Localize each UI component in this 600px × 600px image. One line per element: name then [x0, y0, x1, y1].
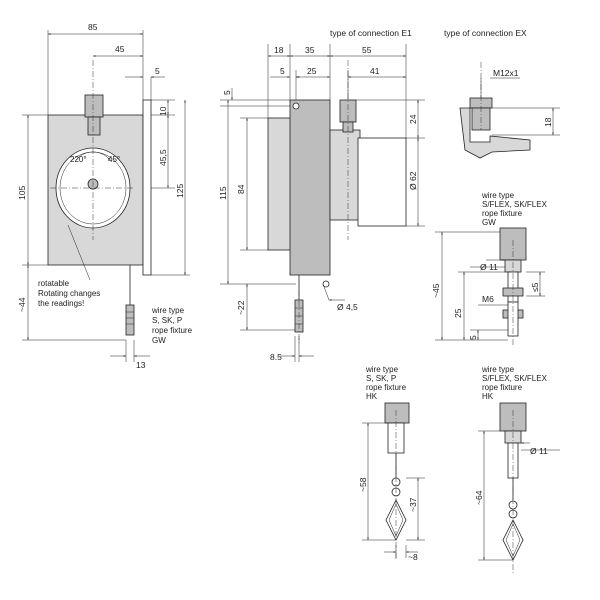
dim-18: 18 [274, 45, 284, 55]
dim-64: ~64 [474, 490, 484, 505]
dim-5-gw: 5 [468, 335, 478, 340]
dim-13: 13 [136, 360, 146, 370]
mounting-plate [142, 99, 152, 276]
dim-18-ex: 18 [543, 117, 553, 127]
wire-hk-right-4: HK [482, 392, 494, 401]
dim-25: 25 [307, 66, 317, 76]
dim-105: 105 [17, 186, 27, 200]
side-view: 18 35 55 5 25 41 5 24 Ø 62 [218, 28, 425, 362]
dim-8: ~8 [408, 552, 418, 562]
wire-front-2: S, SK, P [152, 316, 182, 325]
dim-84: 84 [236, 184, 246, 194]
dim-37: ~37 [408, 497, 418, 512]
dim-10: 10 [158, 106, 168, 116]
rotatable-note-2: Rotating changes [38, 289, 100, 298]
rope-fixture-hk-left-view: wire type S, SK, P rope fixture HK ~58 ~… [358, 365, 425, 562]
rotatable-note-3: the readings! [38, 299, 84, 308]
dim-35: 35 [305, 45, 315, 55]
dim-25-gw: 25 [453, 308, 463, 318]
wire-gw-1: wire type [481, 191, 515, 200]
rotatable-note-1: rotatable [38, 279, 70, 288]
wire-hk-right-2: S/FLEX, SK/FLEX [482, 374, 548, 383]
wire-hk-left-2: S, SK, P [366, 374, 396, 383]
wire-front-1: wire type [151, 306, 185, 315]
dim-d62: Ø 62 [408, 171, 418, 190]
angle-45: 45° [108, 155, 120, 164]
hk-left-housing [384, 402, 410, 424]
side-mounting-plate [289, 99, 331, 276]
rope-fixture-gw-view: wire type S/FLEX, SK/FLEX rope fixture G… [431, 191, 548, 345]
heading-conn-ex: type of connection EX [444, 28, 527, 38]
dim-22: ~22 [236, 300, 246, 315]
wire-gw-4: GW [482, 218, 496, 227]
side-drum-left [267, 117, 293, 251]
dim-24: 24 [408, 114, 418, 124]
side-body [329, 129, 361, 221]
mount-hole-top [292, 102, 300, 110]
wire-hk-right-3: rope fixture [482, 383, 523, 392]
dim-d4-5: Ø 4,5 [337, 302, 358, 312]
dim-58: ~58 [358, 477, 368, 492]
dim-le5: ≤5 [530, 282, 540, 292]
wire-hk-left-3: rope fixture [366, 383, 407, 392]
heading-conn-e1: type of connection E1 [330, 28, 412, 38]
wire-hk-left-1: wire type [365, 365, 399, 374]
wire-front-3: rope fixture [152, 326, 193, 335]
wire-gw-2: S/FLEX, SK/FLEX [482, 200, 548, 209]
front-connector-neck [87, 116, 101, 136]
dim-85: 85 [88, 22, 98, 32]
front-view: 220° 45° 85 45 5 10 45,5 [17, 22, 193, 370]
dim-55: 55 [362, 45, 372, 55]
dim-5-side: 5 [280, 66, 285, 76]
wire-hk-right-1: wire type [481, 365, 515, 374]
dim-m12: M12x1 [493, 68, 519, 78]
wire-hk-left-4: HK [366, 392, 378, 401]
dim-5-front: 5 [155, 66, 160, 76]
dim-125: 125 [175, 184, 185, 198]
wire-front-4: GW [152, 336, 166, 345]
front-connector [84, 94, 104, 118]
dim-45: 45 [115, 44, 125, 54]
rope-fixture-hk-right-view: wire type S/FLEX, SK/FLEX rope fixture H… [474, 365, 560, 575]
wire-gw-3: rope fixture [482, 209, 523, 218]
angle-220: 220° [70, 155, 87, 164]
connection-ex-view: type of connection EX M12x1 18 [444, 28, 560, 159]
dim-5-vert: 5 [222, 90, 232, 95]
dim-45-5: 45,5 [158, 149, 168, 166]
dim-115: 115 [218, 186, 228, 200]
dim-8-5: 8.5 [270, 352, 282, 362]
dim-44: ~44 [17, 297, 27, 312]
front-rope-fixture [125, 304, 135, 336]
side-cover [357, 137, 407, 227]
dim-45-gw: ~45 [431, 283, 441, 298]
dim-41: 41 [370, 66, 380, 76]
ex-cable-gland [459, 107, 531, 159]
dim-d11-hk: Ø 11 [530, 446, 548, 456]
dim-m6: M6 [482, 294, 494, 304]
dim-d11-gw: Ø 11 [480, 262, 498, 272]
